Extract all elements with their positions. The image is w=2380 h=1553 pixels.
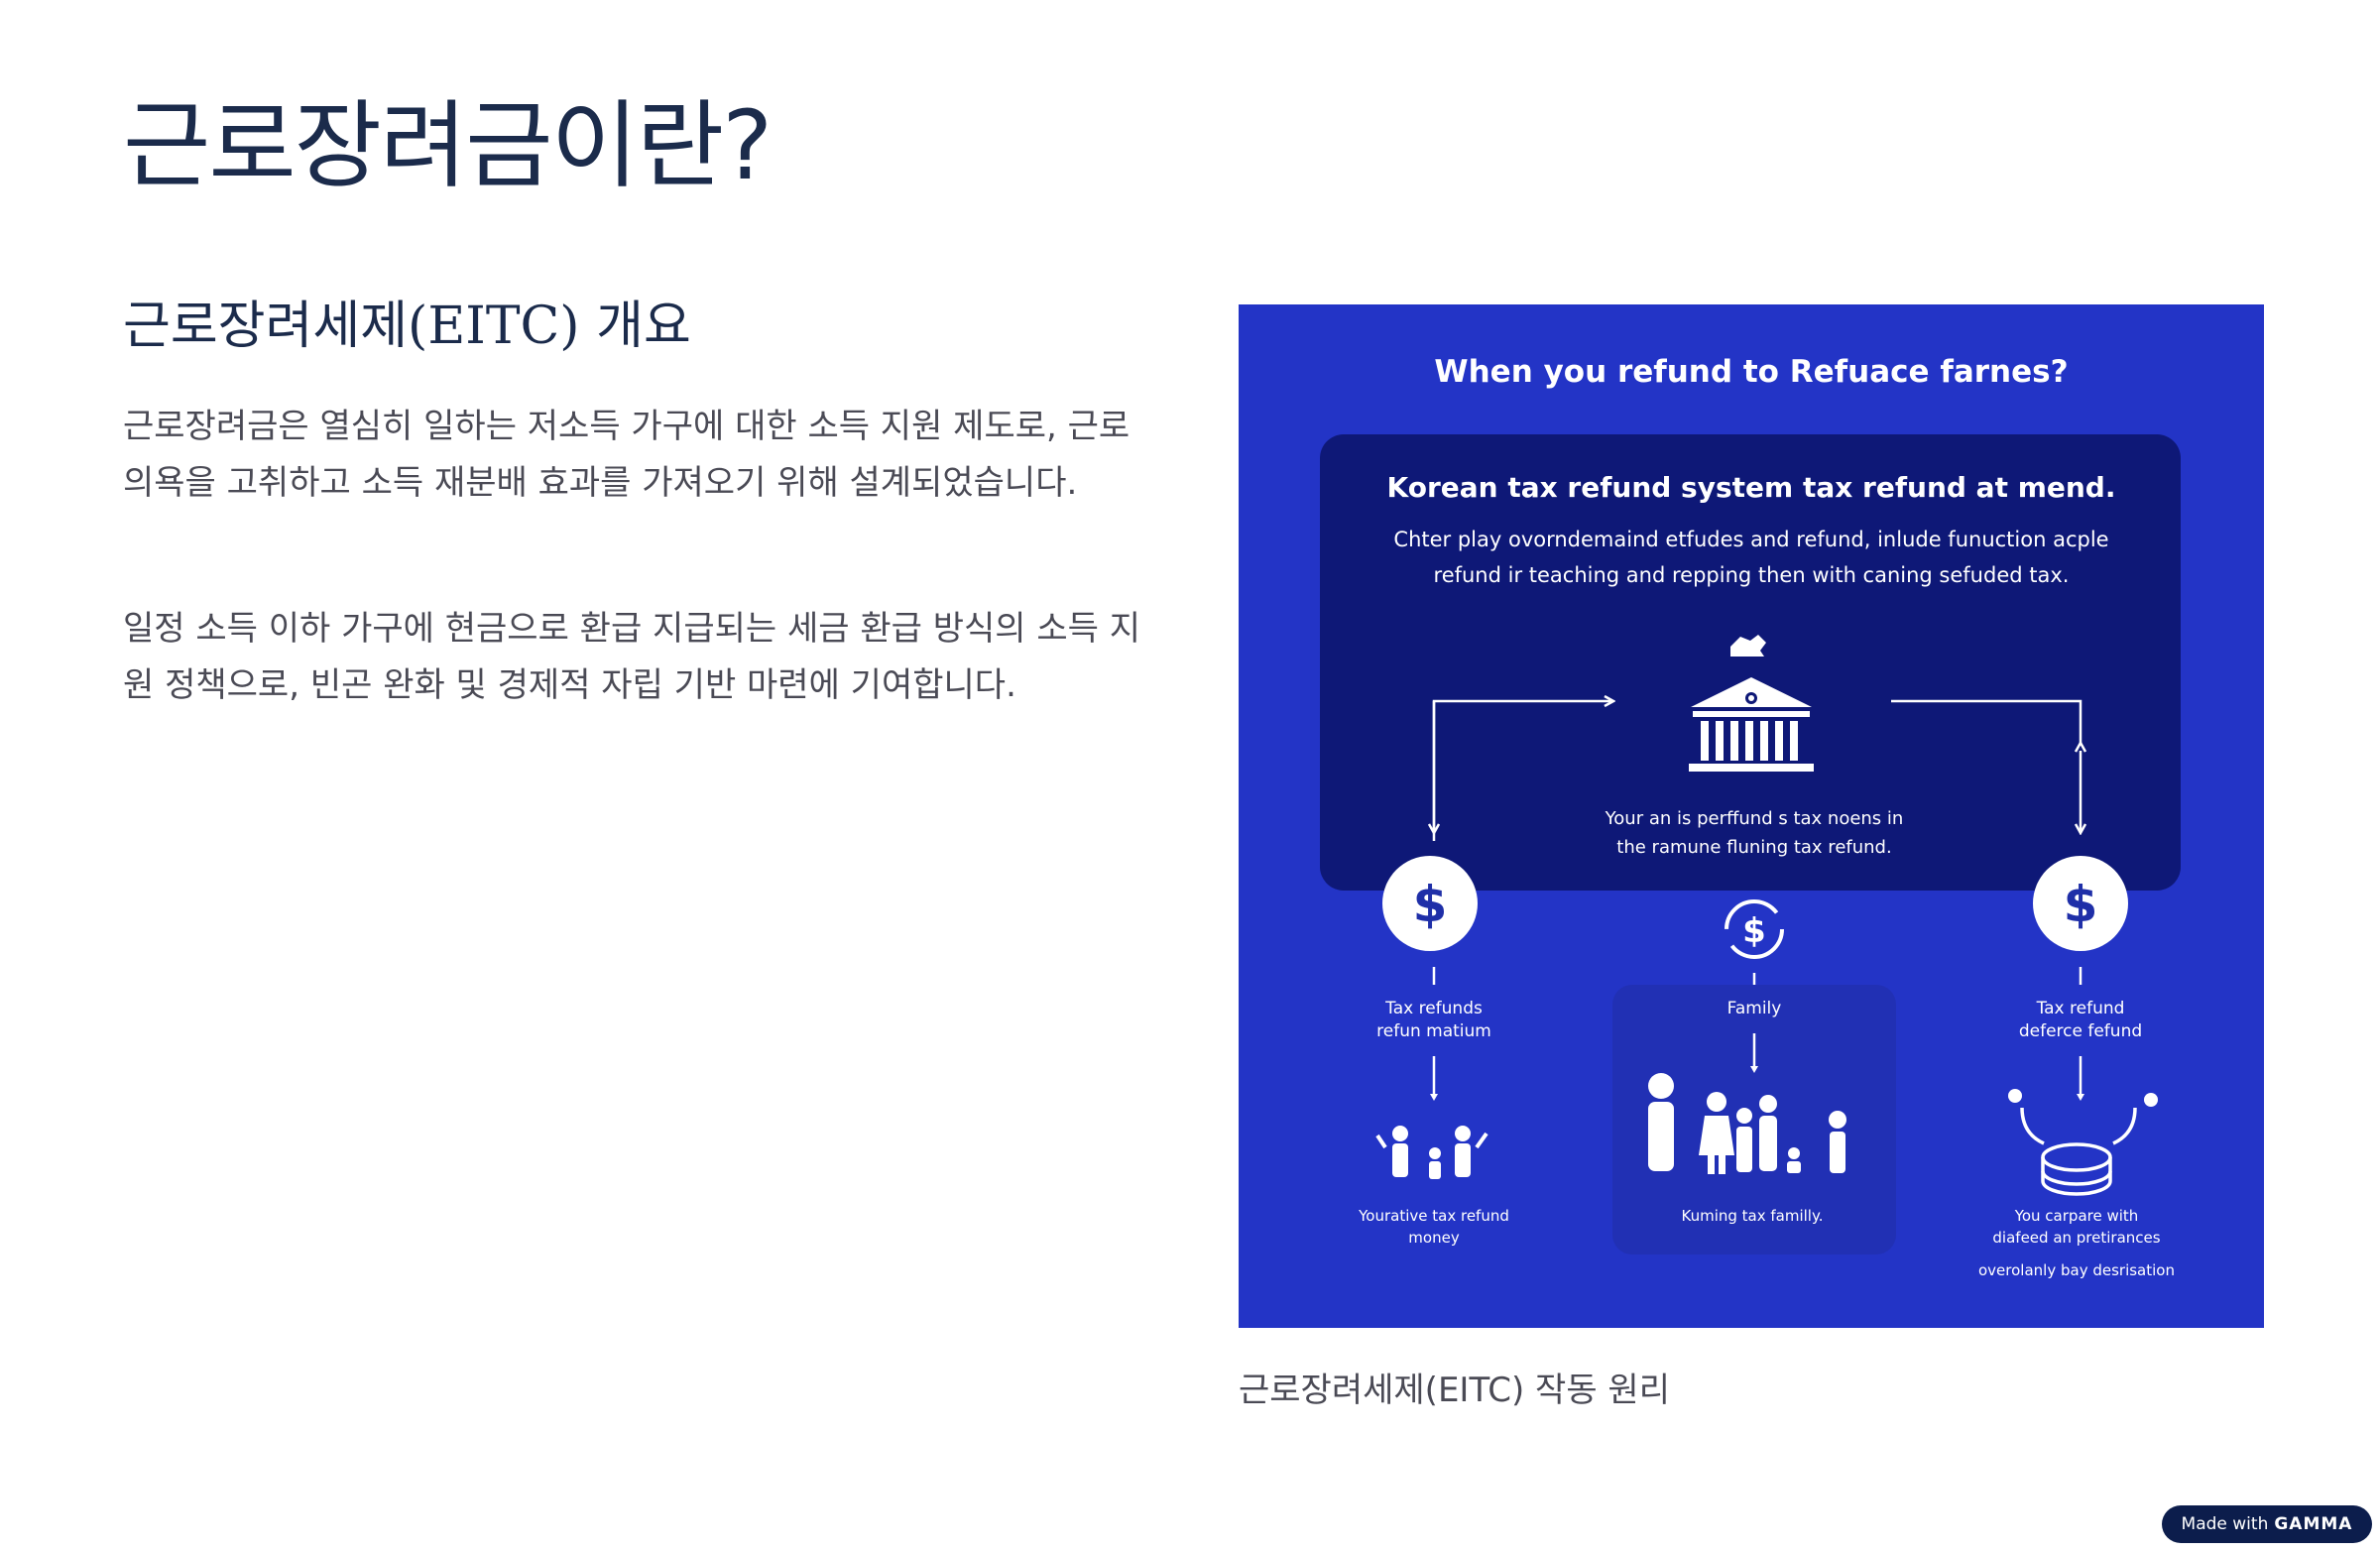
paragraph-policy: 일정 소득 이하 가구에 현금으로 환급 지급되는 세금 환급 방식의 소득 지… (123, 609, 1141, 705)
info-panel (1320, 434, 2181, 891)
panel-text-line-2: refund ir teaching and repping then with… (1434, 563, 2070, 587)
section-heading: 근로장려세제(EITC) 개요 (123, 297, 691, 356)
panel-text-line-1: Chter play ovorndemaind etfudes and refu… (1393, 528, 2108, 551)
figure-caption: 근로장려세제(EITC) 작동 원리 (1239, 1371, 1670, 1410)
center-text-line-2: the ramune fluning tax refund. (1616, 837, 1891, 858)
center-text-line-1: Your an is perffund s tax noens in (1605, 808, 1904, 829)
paragraph-overview: 근로장려금은 열심히 일하는 저소득 가구에 대한 소득 지원 제도로, 근로 … (123, 407, 1130, 503)
page-title: 근로장려금이란? (123, 90, 773, 201)
badge-made-with-text: Made with (2181, 1514, 2269, 1534)
center-label: Family (1727, 999, 1782, 1018)
panel-title: Korean tax refund system tax refund at m… (1387, 471, 2116, 504)
dollar-sign-center: $ (1742, 911, 1766, 951)
left-label-line-2: refun matium (1376, 1021, 1491, 1041)
dollar-refresh-icon: $ (1725, 899, 1784, 959)
right-label-line-1: Tax refund (2036, 999, 2125, 1018)
dollar-sign-right: $ (2064, 876, 2098, 933)
family-icon (1648, 1073, 1846, 1174)
gamma-logo: GAMMA (2274, 1514, 2353, 1534)
right-bottom-line-2: diafeed an pretirances (1992, 1229, 2160, 1247)
left-bottom-line-2: money (1408, 1229, 1460, 1247)
dollar-sign-left: $ (1413, 876, 1448, 933)
infographic-heading: When you refund to Refuace farnes? (1434, 354, 2068, 390)
right-label-line-2: deferce fefund (2019, 1021, 2142, 1041)
right-bottom-line-1: You carpare with (2014, 1207, 2139, 1225)
left-label-line-1: Tax refunds (1384, 999, 1483, 1018)
made-with-gamma-badge[interactable]: Made with GAMMA (2162, 1505, 2372, 1543)
center-bottom: Kuming tax familly. (1682, 1207, 1824, 1225)
dollar-circle-icon: $ (2033, 856, 2128, 951)
family-icon (1375, 1126, 1488, 1179)
arrow-icon (1434, 701, 2081, 841)
family-panel (1612, 985, 1896, 1254)
left-bottom-line-1: Yourative tax refund (1358, 1207, 1509, 1225)
right-bottom-line-3: overolanly bay desrisation (1978, 1261, 2175, 1279)
coin-stack-icon (2008, 1089, 2158, 1196)
bank-icon (1689, 635, 1814, 772)
eitc-infographic-image: When you refund to Refuace farnes? Korea… (1239, 304, 2264, 1328)
dollar-circle-icon: $ (1382, 856, 1478, 951)
